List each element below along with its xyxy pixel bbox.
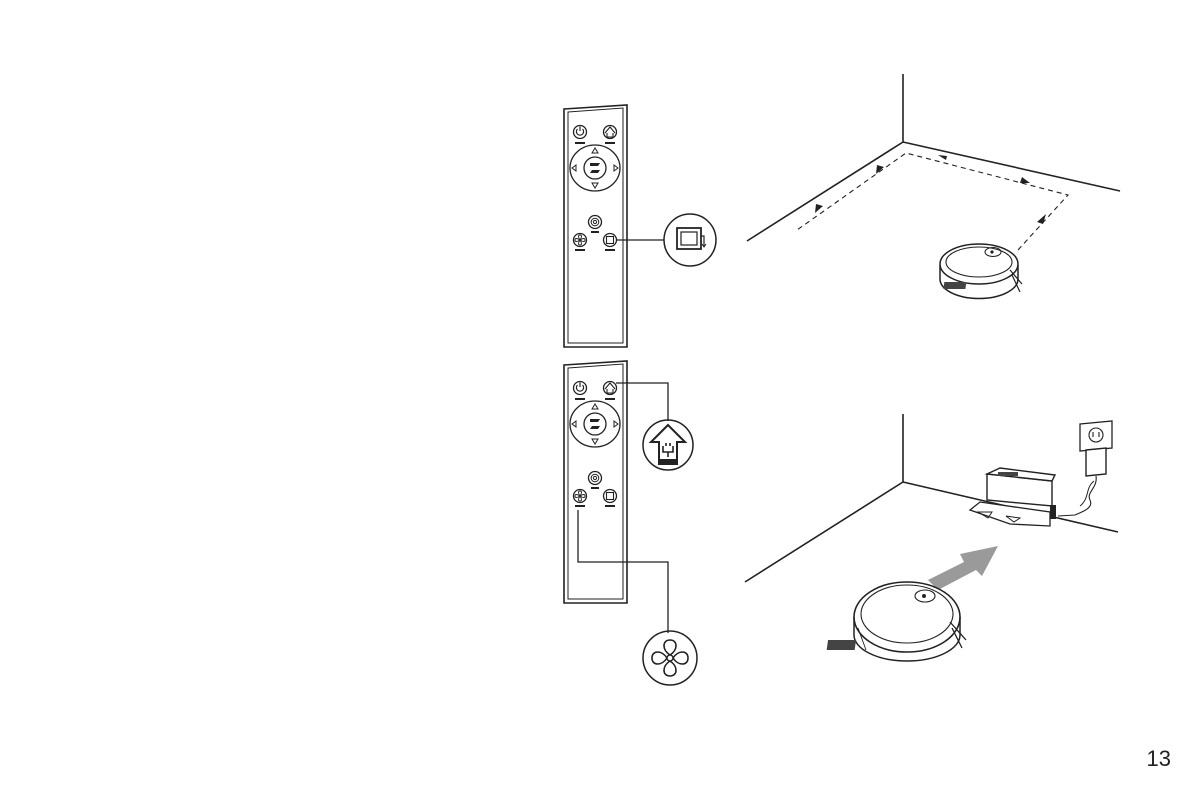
wall-outlet	[1080, 421, 1112, 451]
fan-suction-icon	[643, 631, 697, 685]
charging-dock	[970, 468, 1056, 526]
direction-arrow	[928, 546, 998, 590]
home-recharge-icon	[643, 420, 693, 470]
edge-clean-icon	[664, 214, 716, 266]
power-adapter	[1058, 448, 1106, 516]
robot-vacuum	[940, 244, 1022, 299]
docking-scene	[745, 414, 1118, 661]
edge-cleaning-scene	[747, 74, 1120, 299]
robot-vacuum-docking	[827, 582, 966, 661]
remote-control-bottom	[564, 361, 627, 603]
page-number: 13	[1147, 748, 1171, 770]
remote-control-top	[564, 105, 627, 347]
